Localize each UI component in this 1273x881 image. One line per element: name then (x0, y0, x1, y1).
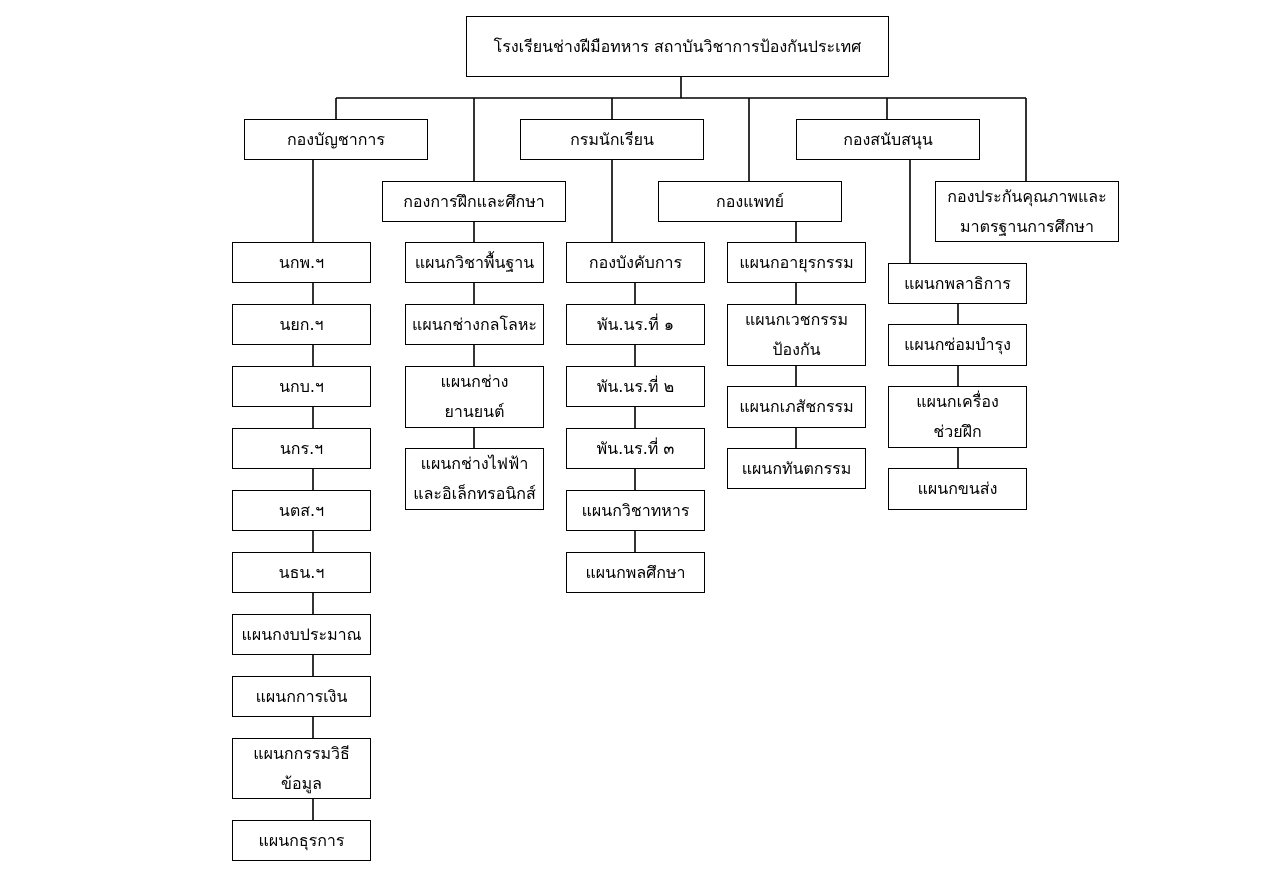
d1-node-1: นกพ.ฯ (232, 242, 371, 283)
d3-node-3: พัน.นร.ที่ ๒ (566, 366, 705, 407)
division-training-education: กองการฝึกและศึกษา (382, 181, 566, 222)
d3-node-4: พัน.นร.ที่ ๓ (566, 428, 705, 469)
division-support: กองสนับสนุน (796, 119, 980, 160)
d1-node-3: นกบ.ฯ (232, 366, 371, 407)
d3-node-2: พัน.นร.ที่ ๑ (566, 304, 705, 345)
d1-node-4: นกร.ฯ (232, 428, 371, 469)
division-student-regiment: กรมนักเรียน (520, 119, 704, 160)
d3-node-1: กองบังคับการ (566, 242, 705, 283)
division-quality-assurance: กองประกันคุณภาพและ มาตรฐานการศึกษา (935, 181, 1119, 242)
d1-node-8: แผนกการเงิน (232, 676, 371, 717)
d1-node-9: แผนกกรรมวิธี ข้อมูล (232, 738, 371, 799)
d1-node-6: นธน.ฯ (232, 552, 371, 593)
d4-node-2: แผนกเวชกรรม ป้องกัน (727, 304, 866, 366)
d2-node-3: แผนกช่าง ยานยนต์ (405, 366, 544, 428)
d2-node-4: แผนกช่างไฟฟ้า และอิเล็กทรอนิกส์ (405, 448, 544, 510)
d1-node-2: นยก.ฯ (232, 304, 371, 345)
d3-node-5: แผนกวิชาทหาร (566, 490, 705, 531)
d4-node-4: แผนกทันตกรรม (727, 448, 866, 489)
division-medical: กองแพทย์ (658, 181, 842, 222)
d5-node-4: แผนกขนส่ง (888, 468, 1027, 510)
d1-node-5: นตส.ฯ (232, 490, 371, 531)
d4-node-3: แผนกเภสัชกรรม (727, 386, 866, 428)
division-headquarters: กองบัญชาการ (244, 119, 428, 160)
d1-node-10: แผนกธุรการ (232, 820, 371, 861)
d2-node-2: แผนกช่างกลโลหะ (405, 304, 544, 345)
d4-node-1: แผนกอายุรกรรม (727, 242, 866, 283)
root-node: โรงเรียนช่างฝีมือทหาร สถาบันวิชาการป้องก… (466, 16, 889, 77)
d5-node-1: แผนกพลาธิการ (888, 263, 1027, 304)
d5-node-3: แผนกเครื่อง ช่วยฝึก (888, 386, 1027, 448)
d2-node-1: แผนกวิชาพื้นฐาน (405, 242, 544, 283)
d1-node-7: แผนกงบประมาณ (232, 614, 371, 655)
d3-node-6: แผนกพลศึกษา (566, 552, 705, 593)
d5-node-2: แผนกซ่อมบำรุง (888, 324, 1027, 366)
